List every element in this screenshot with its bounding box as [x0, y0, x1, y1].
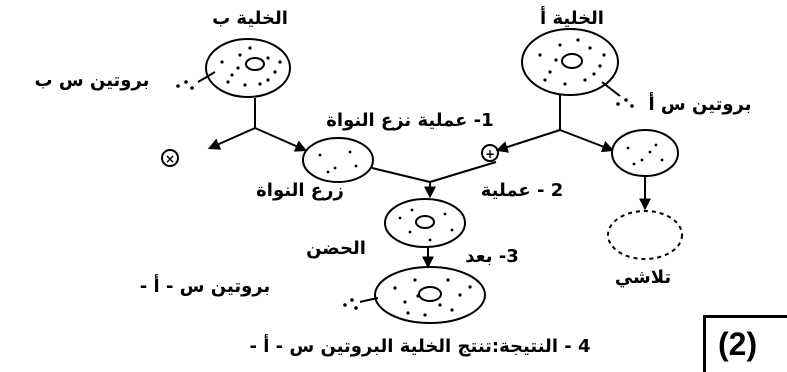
cell-a	[521, 28, 634, 108]
label-disappear: تلاشي	[615, 267, 671, 288]
figure-number: (2)	[718, 326, 758, 362]
label-protein-result: بروتين س - أ -	[140, 274, 270, 297]
svg-text:+: +	[485, 147, 495, 161]
merge-lines	[371, 161, 497, 199]
label-step1: 1- عملية نزع النواة	[326, 110, 493, 131]
transplanted-cell	[384, 198, 466, 269]
label-step2-a: 2 - عملية	[481, 180, 564, 201]
branch-a: +	[481, 95, 615, 162]
cell-b	[176, 38, 291, 98]
label-step3-b: الحضن	[306, 238, 366, 259]
enucleated-cell	[302, 137, 374, 183]
label-cell-b: الخلية ب	[212, 8, 288, 29]
label-step3-a: 3- بعد	[465, 246, 519, 267]
label-protein-a: بروتين س أ	[649, 92, 752, 115]
figure-number-badge: (2)	[703, 315, 787, 372]
label-result: 4 - النتيجة:تنتج الخلية البروتين س - أ -	[249, 334, 590, 357]
label-step2-b: زرع النواة	[256, 180, 344, 201]
branch-b: ×	[161, 98, 308, 167]
cell-a-residue	[611, 129, 679, 211]
disappeared-cell	[607, 210, 683, 260]
final-cell	[343, 266, 486, 324]
svg-text:×: ×	[165, 152, 175, 166]
label-cell-a: الخلية أ	[540, 6, 604, 29]
label-protein-b: بروتين س ب	[35, 70, 150, 91]
